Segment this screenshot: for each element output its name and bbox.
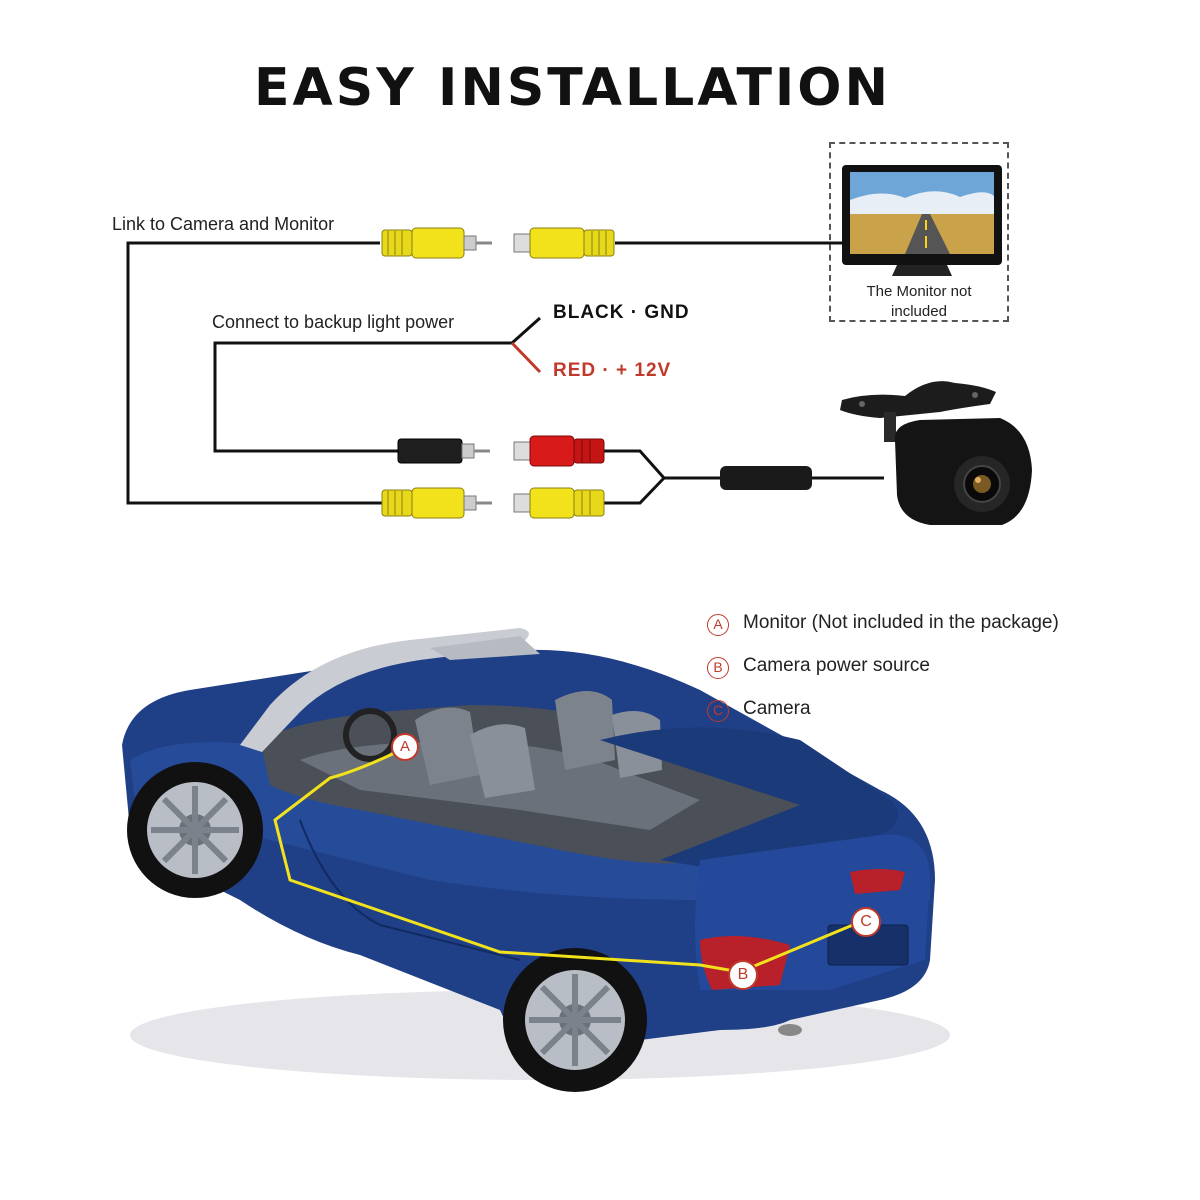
wire-paths (126, 241, 884, 505)
video-link-label: Link to Camera and Monitor (112, 214, 335, 234)
red-wire-label: RED · + 12V (553, 360, 672, 381)
legend-item-camera: C Camera (707, 698, 1187, 728)
backup-camera-icon (840, 381, 1032, 525)
legend-badge: A (707, 614, 729, 636)
legend-badge: C (707, 700, 729, 722)
video-connector-top-male (381, 227, 492, 259)
monitor-icon (842, 165, 1002, 276)
black-wire-label: BLACK · GND (553, 302, 690, 323)
legend-text: Camera (743, 698, 811, 719)
car-marker-b: B (728, 960, 758, 990)
cable-sleeve (720, 466, 812, 490)
video-connector-bottom-male (381, 487, 492, 519)
ground-connector (397, 438, 490, 464)
legend-text: Monitor (Not included in the package) (743, 612, 1059, 633)
legend-item-power-source: B Camera power source (707, 655, 1187, 685)
legend-item-monitor: A Monitor (Not included in the package) (707, 612, 1187, 642)
page-title: EASY INSTALLATION (254, 58, 891, 118)
legend-text: Camera power source (743, 655, 930, 676)
video-connector-bottom-female (513, 487, 605, 519)
legend-badge: B (707, 657, 729, 679)
cable-route (273, 746, 861, 974)
monitor-not-included-box (829, 142, 1009, 322)
power-connector (513, 435, 605, 467)
car-marker-c: C (851, 907, 881, 937)
power-connection-label: Connect to backup light power (212, 312, 455, 332)
car-marker-a: A (391, 733, 419, 761)
video-connector-top-female (513, 227, 615, 259)
car-illustration (122, 628, 950, 1092)
